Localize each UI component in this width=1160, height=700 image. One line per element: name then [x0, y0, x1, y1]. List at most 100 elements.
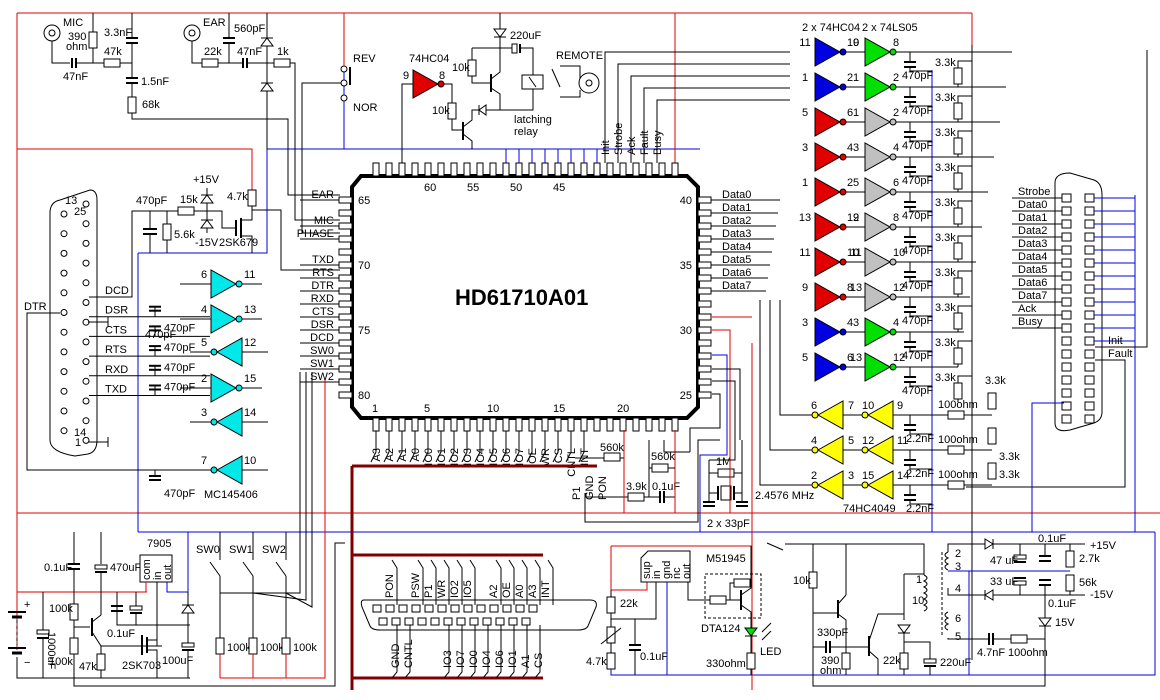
conv-c7: 4.7nF	[977, 647, 1005, 659]
ic-pin	[632, 417, 640, 432]
wire	[909, 67, 932, 72]
ic-pin-label: MIC	[314, 215, 334, 227]
resistor	[953, 382, 963, 400]
ic-pin	[338, 339, 353, 347]
inverter-bubble	[889, 223, 897, 231]
ic-pin	[632, 162, 640, 177]
resistor	[947, 445, 965, 455]
centronics-connector: StrobeData0Data1Data2Data3Data4Data5Data…	[966, 50, 1148, 532]
connector-pin	[1061, 297, 1072, 307]
conv-r2-a: 390	[821, 655, 839, 667]
reg-pin-out: out	[162, 565, 174, 580]
ps-r3: 47k	[79, 661, 97, 673]
ic-pin	[338, 300, 353, 308]
wire	[957, 60, 972, 68]
switch[interactable]: 100k	[275, 372, 317, 678]
wire	[909, 430, 932, 435]
ic-pin-number: 55	[467, 182, 479, 194]
wire	[909, 207, 932, 212]
expansion-label: PON	[384, 574, 396, 598]
ps-c1: 0.1uF	[44, 562, 72, 574]
expansion-pin	[417, 617, 427, 626]
ic-pin	[411, 162, 419, 177]
mic-r2: 47k	[104, 46, 122, 58]
conv-c1: 330pF	[817, 627, 848, 639]
pin-number: 3	[848, 470, 854, 482]
cap-value: 470pF	[902, 140, 933, 152]
ic-pin-number: 15	[553, 403, 565, 415]
connector-pin	[1084, 245, 1095, 255]
clock-r4: 1M	[716, 456, 731, 468]
ic-bottom-label: IO3	[462, 448, 474, 466]
ic-pin	[567, 417, 575, 432]
db25-pin-25: 25	[74, 206, 86, 218]
power-supply: + − 1000uF 100k 100k 0.1uF 470uF 0.1uF 4…	[8, 372, 345, 687]
expansion-connector	[350, 464, 597, 690]
detector-pin: nc	[671, 567, 683, 579]
remote-jack-label: REMOTE	[556, 50, 603, 62]
inverter-a	[814, 247, 842, 277]
ic-pin	[338, 196, 353, 204]
conv-zener: 15V	[1055, 617, 1075, 629]
wire	[513, 431, 520, 463]
ic-pin	[554, 417, 562, 432]
expansion-pin	[476, 604, 486, 613]
connector-pin	[1061, 336, 1072, 346]
expansion-pin	[489, 604, 499, 613]
pin-number: 5	[848, 435, 854, 447]
connector-pin	[1084, 297, 1095, 307]
expansion-pin	[398, 604, 408, 613]
ear-c1: 560pF	[234, 23, 265, 35]
rs-r3: 4.7k	[227, 191, 248, 203]
rev-nor-switch[interactable]: REV NOR	[301, 13, 378, 234]
db25-pin	[82, 239, 90, 247]
wire	[474, 431, 481, 463]
ic-pin	[398, 417, 406, 432]
cap-value: 470pF	[164, 488, 195, 500]
connector-pin	[1084, 284, 1095, 294]
pin-number: 2	[847, 72, 853, 84]
ic-pin	[463, 417, 471, 432]
pin-number: 4	[201, 304, 207, 316]
ic-pin	[476, 417, 484, 432]
expansion-pin	[508, 617, 518, 626]
cap-value: 470pF	[902, 105, 933, 117]
res-value: 3.3k	[935, 162, 956, 174]
remote-r1: 10k	[452, 62, 470, 74]
detector-ic: M51945	[706, 553, 746, 565]
mic-c3: 1.5nF	[141, 76, 169, 88]
expansion-label: CS	[533, 653, 545, 668]
switch[interactable]: 100k	[209, 372, 301, 678]
mic-r3: 68k	[142, 99, 160, 111]
wire	[487, 431, 494, 463]
relay-label-2: relay	[514, 126, 538, 138]
ic-bottom-label: IO7	[514, 448, 526, 466]
connector-pin	[1084, 232, 1095, 242]
clock-r3: 3.9k	[626, 481, 647, 493]
cap-value: 470pF	[902, 70, 933, 82]
control-label: P1	[571, 487, 583, 500]
pullup-value: 3.3k	[985, 375, 1006, 387]
pin-number: 11	[244, 269, 255, 281]
conv-r6: 100ohm	[1008, 647, 1048, 659]
det-tr: DTA124	[701, 623, 741, 635]
db25-pin	[60, 249, 68, 257]
ic-pin	[338, 248, 353, 256]
wire	[521, 625, 528, 679]
wire	[909, 347, 932, 352]
remote-pin-out: 8	[439, 70, 445, 82]
inverter-a	[814, 282, 842, 312]
cap-value: 470pF	[902, 210, 933, 222]
switch[interactable]: 100k	[242, 372, 307, 678]
expansion-pin	[515, 604, 525, 613]
wire	[383, 431, 390, 463]
ic-pin	[385, 417, 393, 432]
driver-triangle	[215, 337, 243, 367]
transformer-pin: 6	[955, 613, 961, 625]
expansion-pin	[450, 604, 460, 613]
expansion-pin	[404, 617, 414, 626]
db25-pin	[60, 387, 68, 395]
